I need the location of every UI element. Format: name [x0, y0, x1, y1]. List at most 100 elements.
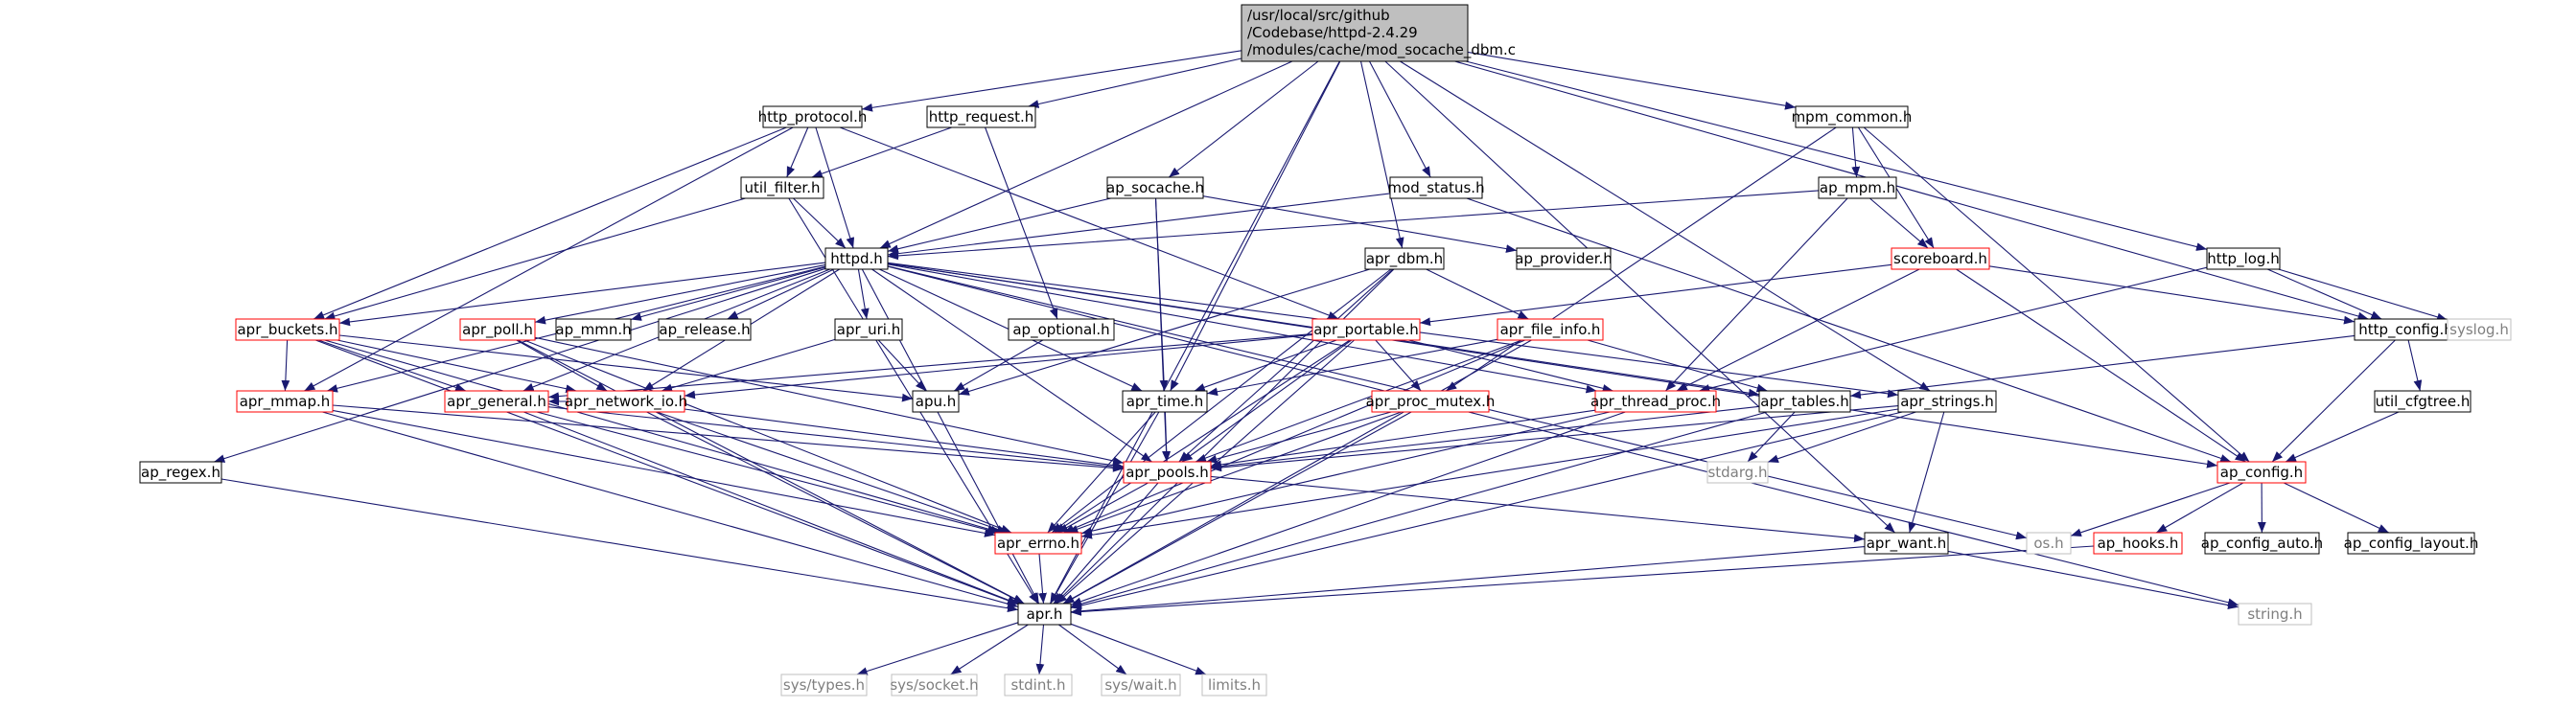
node-httpd[interactable]: httpd.h [824, 247, 889, 270]
edge-apr-to-sys_types [856, 622, 1019, 675]
node-label: mod_status.h [1387, 179, 1484, 197]
node-label: stdarg.h [1707, 464, 1767, 481]
node-http-config[interactable]: http_config.h [2354, 318, 2458, 341]
edge-httpd-to-apr_pools [871, 268, 1152, 463]
node-ap-config[interactable]: ap_config.h [2216, 461, 2307, 484]
node-apr-file-info[interactable]: apr_file_info.h [1497, 318, 1604, 341]
node-ap-hooks[interactable]: ap_hooks.h [2093, 532, 2183, 555]
edge-httpd-to-apr_thread_proc [887, 263, 1597, 394]
node-apr-portable[interactable]: apr_portable.h [1311, 318, 1421, 341]
edge-apr_general-to-apr_errno [536, 411, 999, 535]
node-util-cfgtree[interactable]: util_cfgtree.h [2374, 390, 2472, 413]
node-mpm-common[interactable]: mpm_common.h [1792, 105, 1913, 128]
node-label: apr_network_io.h [565, 393, 687, 411]
edge-http_protocol-to-util_filter [786, 126, 809, 178]
node-apr-want[interactable]: apr_want.h [1864, 532, 1949, 555]
edge-apr_pools-to-apr_errno [1056, 482, 1149, 534]
node-apr-strings[interactable]: apr_strings.h [1897, 390, 1997, 413]
node-box [1004, 674, 1073, 697]
node-apr-thread-proc[interactable]: apr_thread_proc.h [1590, 390, 1721, 413]
edge-apr_proc_mutex-to-apr [1063, 411, 1412, 605]
edge-root-to-apr_time [1170, 60, 1341, 392]
edge-root-to-apr_strings [1400, 60, 1931, 392]
edge-scoreboard-to-apr_portable [1419, 263, 1892, 327]
node-label: ap_provider.h [1515, 250, 1613, 268]
edge-apr_general-to-apr [523, 411, 1019, 605]
edge-root-to-apr_want [1384, 60, 1895, 534]
node-apr-pools[interactable]: apr_pools.h [1123, 461, 1212, 484]
node-label: http_request.h [929, 108, 1034, 126]
node-scoreboard[interactable]: scoreboard.h [1891, 247, 1990, 270]
edge-apr_poll-to-apr_network_io [516, 339, 608, 392]
edge-apr_strings-to-apr_want [1908, 411, 1945, 534]
node-box [1017, 603, 1072, 626]
node-box [891, 674, 978, 697]
node-box [1594, 390, 1717, 413]
node-apr-poll[interactable]: apr_poll.h [459, 318, 536, 341]
node-apr-buckets[interactable]: apr_buckets.h [235, 318, 340, 341]
node-apr-mmap[interactable]: apr_mmap.h [236, 390, 334, 413]
node-util-filter[interactable]: util_filter.h [740, 176, 824, 199]
node-label: http_config.h [2358, 321, 2452, 339]
edge-util_filter-to-apr_buckets [324, 197, 746, 321]
node-box [555, 318, 632, 341]
edge-root-to-http_request [1028, 57, 1242, 108]
edge-apr_want-to-string [1947, 550, 2239, 609]
node-http-log[interactable]: http_log.h [2206, 247, 2281, 270]
node-ap-release[interactable]: ap_release.h [658, 318, 752, 341]
node-label: ap_socache.h [1106, 179, 1204, 197]
node-label: apr_errno.h [997, 535, 1079, 553]
edge-apr_tables-to-apr_pools [1210, 405, 1760, 471]
node-label: http_protocol.h [758, 108, 868, 126]
node-apr-errno[interactable]: apr_errno.h [994, 532, 1082, 555]
node-root[interactable]: /usr/local/src/github/Codebase/httpd-2.4… [1241, 4, 1516, 62]
node-label: httpd.h [830, 250, 883, 267]
node-apr-general[interactable]: apr_general.h [444, 390, 549, 413]
edge-ap_config-to-ap_config_layout [2283, 482, 2390, 534]
node-ap-config-auto[interactable]: ap_config_auto.h [2201, 532, 2323, 555]
node-mod-status[interactable]: mod_status.h [1387, 176, 1485, 199]
node-apr-proc-mutex[interactable]: apr_proc_mutex.h [1366, 390, 1496, 413]
node-ap-socache[interactable]: ap_socache.h [1106, 176, 1204, 199]
edge-apr_portable-to-apr_pools [1181, 339, 1353, 463]
node-apr-tables[interactable]: apr_tables.h [1758, 390, 1851, 413]
edge-apr_tables-to-stdarg [1747, 411, 1796, 463]
node-ap-optional[interactable]: ap_optional.h [1008, 318, 1115, 341]
edge-apr_thread_proc-to-apr [1070, 411, 1626, 605]
node-box [926, 105, 1036, 128]
node-http-request[interactable]: http_request.h [926, 105, 1036, 128]
node-box [780, 674, 868, 697]
node-ap-regex[interactable]: ap_regex.h [139, 461, 222, 484]
edge-apr_buckets-to-apr_errno [324, 339, 1002, 535]
node-label: ap_mmn.h [555, 321, 631, 339]
node-box [762, 105, 863, 128]
node-apr-uri[interactable]: apr_uri.h [834, 318, 903, 341]
nodes-layer: /usr/local/src/github/Codebase/httpd-2.4… [139, 4, 2512, 697]
edge-apr_network_io-to-apr [646, 411, 1025, 605]
edge-apr_pools-to-apr [1053, 482, 1159, 605]
node-label: scoreboard.h [1893, 250, 1987, 267]
node-apr-time[interactable]: apr_time.h [1122, 390, 1208, 413]
node-label: stdint.h [1010, 676, 1065, 694]
node-label: http_log.h [2207, 250, 2279, 268]
edge-root-to-mod_status [1369, 60, 1431, 178]
node-ap-mpm[interactable]: ap_mpm.h [1818, 176, 1897, 199]
node-apr-dbm[interactable]: apr_dbm.h [1364, 247, 1445, 270]
node-label-line: /modules/cache/mod_socache_dbm.c [1247, 41, 1516, 59]
edge-apr_file_info-to-apr [1062, 339, 1532, 605]
node-syslog: syslog.h [2447, 318, 2512, 341]
node-http-protocol[interactable]: http_protocol.h [758, 105, 868, 128]
node-ap-mmn[interactable]: ap_mmn.h [555, 318, 632, 341]
node-label: apr_uri.h [837, 321, 901, 339]
node-box [444, 390, 549, 413]
node-label: apr_tables.h [1760, 393, 1848, 411]
node-apr-network-io[interactable]: apr_network_io.h [565, 390, 687, 413]
node-apr[interactable]: apr.h [1017, 603, 1072, 626]
node-ap-config-layout[interactable]: ap_config_layout.h [2344, 532, 2479, 555]
edge-apr_file_info-to-apr_errno [1063, 339, 1525, 534]
node-ap-provider[interactable]: ap_provider.h [1515, 247, 1613, 270]
edge-apr_file_info-to-apr_tables [1587, 339, 1768, 393]
node-apu[interactable]: apu.h [912, 390, 960, 413]
node-label: string.h [2247, 605, 2302, 623]
